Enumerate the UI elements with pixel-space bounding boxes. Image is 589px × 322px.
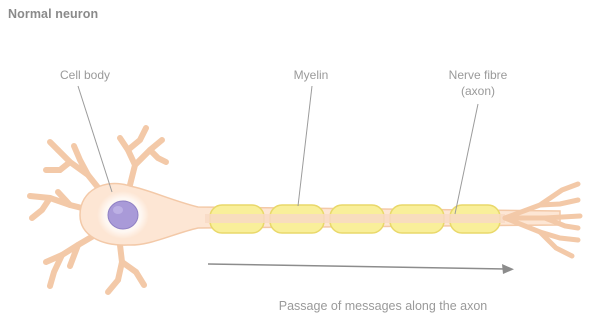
nucleus	[108, 201, 138, 229]
fibre-leader	[455, 104, 478, 214]
passage-label: Passage of messages along the axon	[218, 298, 548, 314]
nerve-fibre-label: Nerve fibre (axon)	[428, 67, 528, 99]
myelin-sheaths	[205, 205, 505, 233]
nucleus-highlight	[113, 206, 123, 214]
message-direction-arrow	[208, 264, 514, 274]
cell-body-leader	[78, 86, 112, 192]
myelin-leader	[298, 86, 312, 206]
axon-terminals	[505, 184, 580, 256]
cell-body-label: Cell body	[40, 67, 130, 83]
nerve-fibre-label-line2: (axon)	[428, 83, 528, 99]
axon-core	[205, 214, 505, 223]
myelin-label: Myelin	[276, 67, 346, 83]
nerve-fibre-label-line1: Nerve fibre	[428, 67, 528, 83]
